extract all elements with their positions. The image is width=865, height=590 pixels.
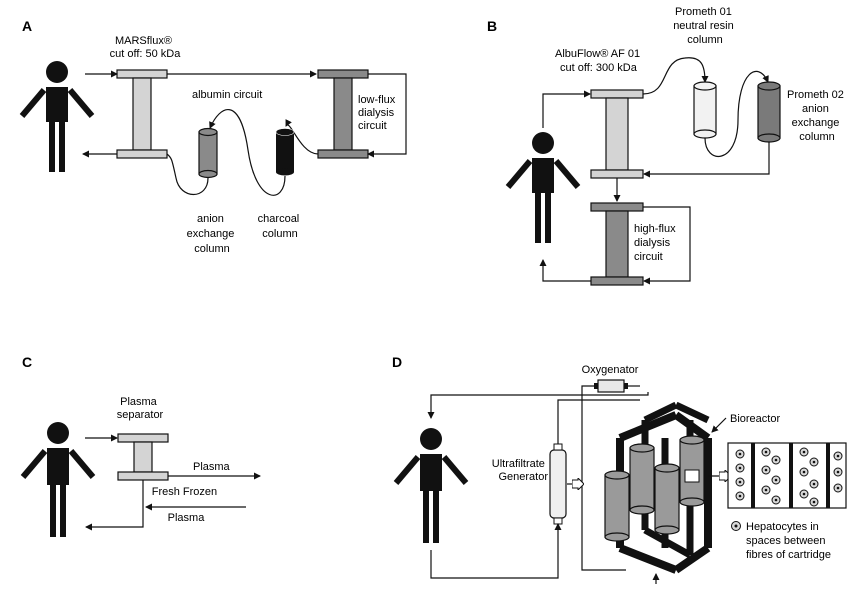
marsflux-label: MARSflux® cut off: 50 kDa (110, 35, 182, 60)
albuflow-label: AlbuFlow® AF 01 cut off: 300 kDa (555, 48, 643, 74)
charcoal-to-anion (209, 108, 286, 196)
return-to-albuflow (643, 142, 770, 178)
patient-figure-b (505, 132, 581, 243)
cartridge-cross-section (727, 442, 847, 509)
bioreactor (604, 401, 712, 574)
return-to-patient-d (427, 392, 649, 419)
dialysis-loop-a (367, 73, 407, 158)
oxygenator-label: Oxygenator (582, 364, 639, 376)
charcoal-column (275, 128, 295, 176)
blood-in-arrow-b (542, 90, 591, 128)
prometh2-column (757, 81, 781, 143)
generator-label: Ultrafiltrate Generator (492, 458, 549, 483)
charcoal-column-label: charcoal column (258, 213, 303, 240)
patient-figure-a (19, 61, 95, 172)
bioreactor-label: Bioreactor (730, 413, 780, 425)
bioreactor-pointer (711, 417, 727, 433)
prometh2-label: Prometh 02 anion exchange column (787, 89, 847, 143)
blood-out-arrow-c (85, 480, 144, 531)
blood-out-arrow-b (539, 259, 591, 282)
anion-column-label-a: anion exchange column (187, 213, 238, 255)
prometh1-label: Prometh 01 neutral resin column (673, 6, 737, 46)
albuflow-filter (590, 89, 644, 179)
panel-d: D Oxygenator Ultrafiltrate Generator (392, 354, 847, 584)
anion-column-a (198, 127, 218, 179)
oxygenator (594, 379, 628, 393)
prometh1-column (693, 81, 717, 139)
anion-to-filter (166, 153, 209, 195)
panel-c-letter: C (22, 354, 32, 370)
panel-d-letter: D (392, 354, 402, 370)
panel-c: C Plasma separator Plasma Fresh Frozen P… (20, 354, 261, 537)
blood-to-generator (430, 523, 562, 579)
plasma-label: Plasma (193, 461, 231, 473)
generator-top-line (557, 399, 640, 444)
ultrafiltrate-generator (549, 443, 567, 525)
flow-to-prometh1 (642, 57, 709, 95)
plasma-separator (117, 433, 169, 481)
hepatocyte-legend-label: Hepatocytes in spaces between fibres of … (746, 521, 831, 561)
flow-to-charcoal (285, 119, 319, 155)
albumin-circuit-label: albumin circuit (192, 89, 262, 101)
hepatocyte-legend-icon (731, 521, 741, 531)
highflux-dialysis-label: high-flux dialysis circuit (634, 223, 679, 263)
prometh1-to-prometh2 (704, 70, 769, 157)
dialysis-loop-b (643, 206, 691, 285)
panel-a: A MARSflux® cut off: 50 kDa albumin circ… (19, 18, 407, 255)
plasma-separator-label: Plasma separator (117, 396, 164, 421)
patient-figure-d (393, 428, 469, 543)
panel-b-letter: B (487, 18, 497, 34)
marsflux-filter (116, 69, 168, 159)
lowflux-dialysis-label: low-flux dialysis circuit (358, 94, 398, 132)
panel-a-letter: A (22, 18, 32, 34)
panel-b: B AlbuFlow® AF 01 cut off: 300 kDa Pr (487, 6, 847, 286)
ffp-label: Fresh Frozen Plasma (152, 486, 220, 524)
patient-figure-c (20, 422, 96, 537)
